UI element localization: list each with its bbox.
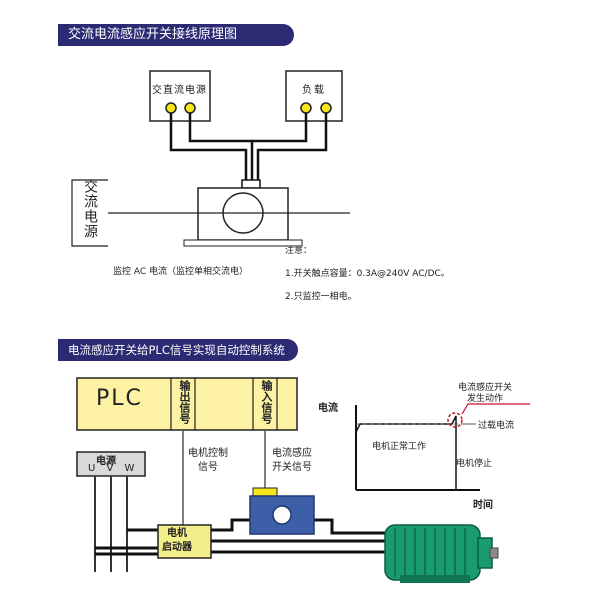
uvw-label: U V W bbox=[88, 463, 139, 474]
starter-box bbox=[157, 524, 212, 559]
motor-signal-label: 电机控制 信号 bbox=[188, 448, 228, 473]
current-time-graph bbox=[355, 403, 530, 491]
blue-sensor-hole bbox=[272, 505, 292, 525]
sensor-wires bbox=[169, 113, 328, 182]
plc-label: PLC bbox=[96, 386, 143, 411]
source-box-label: 交直流电源 bbox=[152, 85, 207, 96]
graph-stop-label: 电机停止 bbox=[456, 459, 493, 469]
action-leader-line bbox=[461, 403, 530, 415]
plc-box bbox=[76, 377, 298, 431]
section2-title-text: 电流感应开关给PLC信号实现自动控制系统 bbox=[68, 343, 285, 357]
plc-output-label: 输出信号 bbox=[178, 380, 191, 424]
load-box-label: 负载 bbox=[302, 85, 326, 96]
notes-item-1: 1.开关触点容量：0.3A@240V AC/DC。 bbox=[285, 269, 450, 279]
notes-item-2: 2.只监控一相电。 bbox=[285, 292, 357, 302]
sensor-base bbox=[183, 239, 303, 247]
load-box bbox=[285, 70, 343, 122]
motor bbox=[384, 524, 499, 583]
ac-source-label: 交流电源 bbox=[82, 179, 98, 239]
power-box bbox=[76, 451, 146, 477]
sensor-signal-label: 电流感应 开关信号 bbox=[272, 448, 312, 473]
wiring-diagram bbox=[71, 70, 350, 247]
action-point-marker bbox=[447, 412, 463, 428]
notes-title: 注意： bbox=[285, 246, 313, 256]
notes-block: 注意： 1.开关触点容量：0.3A@240V AC/DC。 2.只监控一相电。 bbox=[285, 240, 450, 309]
graph-y-label: 电流 bbox=[318, 403, 338, 414]
section1-title-text: 交流电流感应开关接线原理图 bbox=[68, 27, 238, 42]
graph-current-curve bbox=[355, 415, 457, 490]
plc-input-label: 输入信号 bbox=[260, 380, 273, 424]
graph-x-label: 时间 bbox=[473, 500, 493, 511]
ac-source-bracket bbox=[71, 179, 108, 247]
motor-conductors bbox=[95, 518, 385, 556]
graph-normal-label: 电机正常工作 bbox=[372, 442, 427, 452]
power-label: 电源 bbox=[96, 456, 116, 467]
source-box bbox=[149, 70, 211, 122]
graph-overload-label: 过载电流 bbox=[478, 421, 515, 431]
section1-caption: 监控 AC 电流（监控单相交流电） bbox=[113, 267, 249, 277]
section2-title: 电流感应开关给PLC信号实现自动控制系统 bbox=[58, 339, 298, 361]
power-wires bbox=[94, 476, 128, 572]
section1-title: 交流电流感应开关接线原理图 bbox=[58, 24, 294, 46]
graph-action-label: 电流感应开关 发生动作 bbox=[458, 383, 513, 404]
starter-label: 电机 启动器 bbox=[162, 528, 192, 553]
